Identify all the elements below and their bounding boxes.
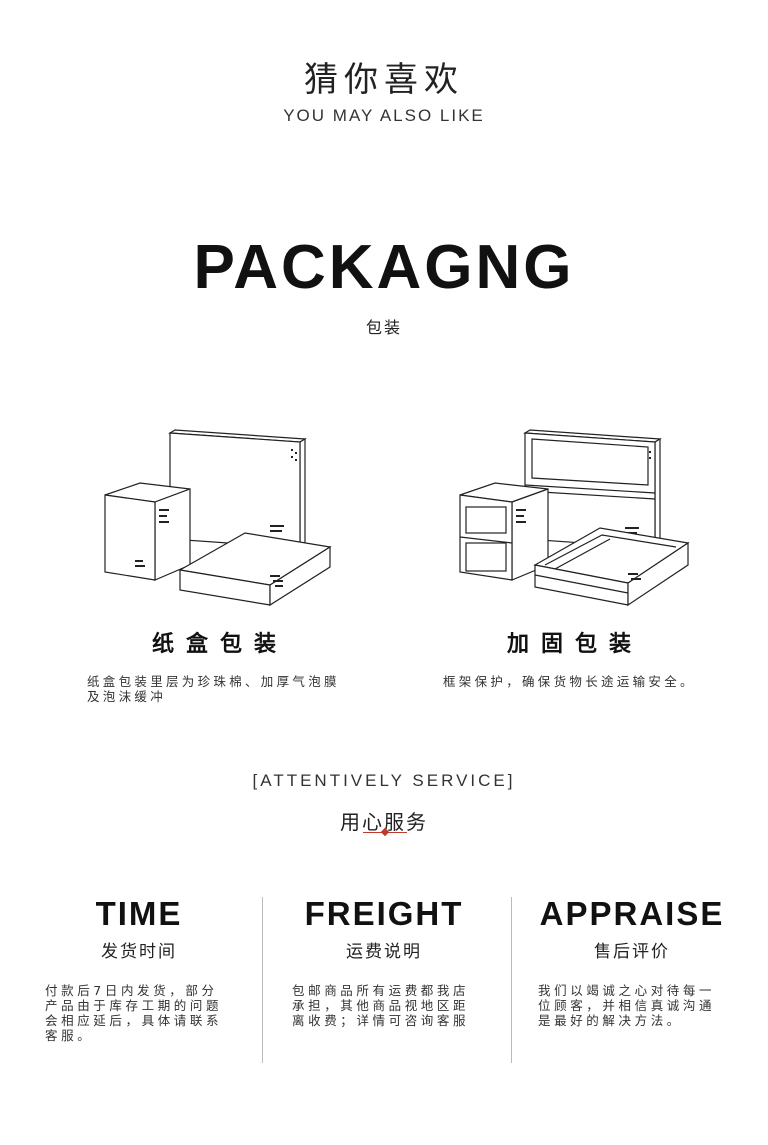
time-description: 付款后7日内发货，部分 产品由于库存工期的问题 会相应延后，具体请联系 客服。: [45, 983, 241, 1043]
time-desc-line: 产品由于库存工期的问题: [45, 998, 223, 1013]
service-title-en: [ATTENTIVELY SERVICE]: [252, 771, 516, 790]
packaging-title: PACKAGNG: [193, 233, 575, 302]
appraise-title-cn: 售后评价: [594, 942, 670, 962]
time-desc-line: 会相应延后，具体请联系: [45, 1013, 223, 1028]
appraise-desc-line: 是最好的解决方法。: [538, 1013, 683, 1028]
reinforced-packaging-desc: 框架保护，确保货物长途运输安全。: [443, 674, 696, 689]
column-divider: [262, 897, 263, 1063]
freight-description: 包邮商品所有运费都我店 承担，其他商品视地区距 离收费；详情可咨询客服: [292, 983, 488, 1028]
guess-title-cn: 猜你喜欢: [304, 60, 464, 100]
appraise-desc-line: 位顾客，并相信真诚沟通: [538, 998, 716, 1013]
carton-packaging-title: 纸盒包装: [151, 632, 288, 657]
freight-title-cn: 运费说明: [346, 942, 422, 962]
time-desc-line: 付款后7日内发货，部分: [45, 983, 218, 998]
reinforced-packaging-title: 加固包装: [506, 632, 643, 657]
appraise-description: 我们以竭诚之心对待每一 位顾客，并相信真诚沟通 是最好的解决方法。: [538, 983, 734, 1028]
freight-desc-line: 承担，其他商品视地区距: [292, 998, 470, 1013]
freight-desc-line: 离收费；详情可咨询客服: [292, 1013, 470, 1028]
carton-box-illustration: [104, 429, 332, 607]
freight-title-en: FREIGHT: [304, 895, 464, 932]
appraise-desc-line: 我们以竭诚之心对待每一: [538, 983, 716, 998]
packaging-subtitle: 包装: [365, 318, 402, 337]
time-title-en: TIME: [95, 895, 183, 932]
reinforced-box-illustration: [459, 429, 690, 607]
time-desc-line: 客服。: [45, 1028, 94, 1043]
carton-packaging-desc-line2: 及泡沫缓冲: [87, 689, 167, 704]
service-column-appraise: APPRAISE 售后评价 我们以竭诚之心对待每一 位顾客，并相信真诚沟通 是最…: [507, 895, 757, 1028]
appraise-title-en: APPRAISE: [539, 895, 725, 932]
time-title-cn: 发货时间: [101, 942, 177, 962]
column-divider: [511, 897, 512, 1063]
carton-packaging-desc-line1: 纸盒包装里层为珍珠棉、加厚气泡膜: [87, 674, 340, 689]
service-column-time: TIME 发货时间 付款后7日内发货，部分 产品由于库存工期的问题 会相应延后，…: [14, 895, 264, 1043]
service-column-freight: FREIGHT 运费说明 包邮商品所有运费都我店 承担，其他商品视地区距 离收费…: [259, 895, 509, 1028]
guess-title-en: YOU MAY ALSO LIKE: [283, 106, 485, 125]
freight-desc-line: 包邮商品所有运费都我店: [292, 983, 470, 998]
